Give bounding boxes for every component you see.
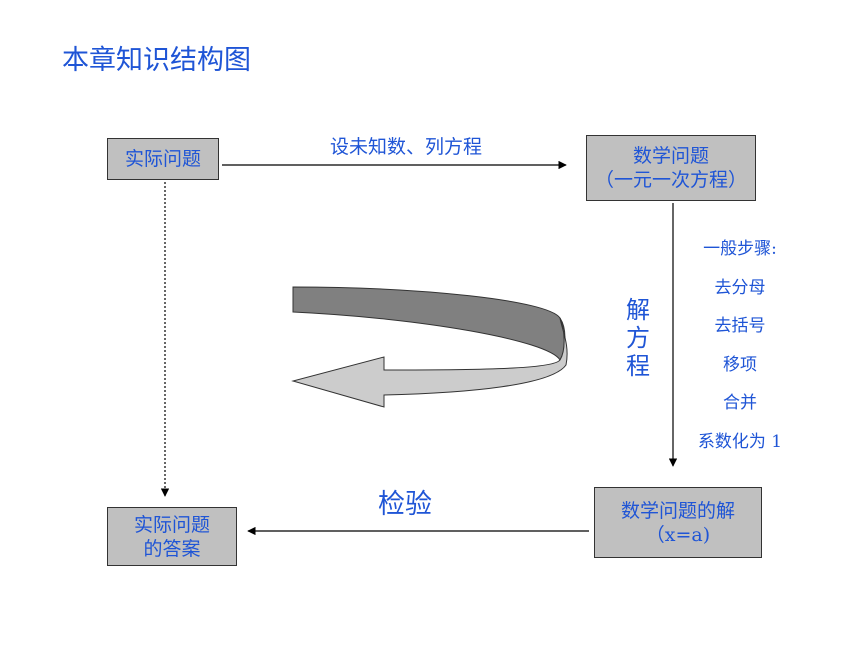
step-item: 系数化为 1 [697,431,783,452]
math-problem-box: 数学问题 （一元一次方程） [586,135,756,201]
math-solution-line-1: 数学问题的解 [620,499,735,522]
solve-char-2: 方 [626,324,650,352]
real-answer-box: 实际问题 的答案 [107,507,237,566]
solve-char-3: 程 [626,352,650,380]
solve-equation-label: 解 方 程 [626,296,650,380]
steps-heading: 一般步骤: [703,239,777,259]
math-problem-line-1: 数学问题 [632,145,709,167]
step-item: 合并 [723,393,757,413]
step-item: 移项 [723,354,757,375]
math-solution-box: 数学问题的解 （x=a) [594,487,762,558]
ribbon-arrow-body [291,317,568,408]
ribbon-top-face [292,286,566,361]
step-item: 去分母 [714,277,766,298]
steps-list: 一般步骤: 去分母 去括号 移项 合并 系数化为 1 [690,230,790,461]
real-problem-label: 实际问题 [124,148,201,170]
curved-ribbon-arrow [291,286,568,408]
math-solution-line-2: （x=a) [645,523,711,546]
page-title: 本章知识结构图 [62,45,251,76]
solve-char-1: 解 [626,296,650,324]
real-answer-line-2: 的答案 [143,537,201,560]
check-label: 检验 [378,489,432,520]
step-item: 去括号 [714,316,766,336]
real-answer-line-1: 实际问题 [133,513,210,536]
math-problem-line-2: （一元一次方程） [594,169,747,191]
real-problem-box: 实际问题 [107,138,219,180]
set-unknown-label: 设未知数、列方程 [330,136,483,158]
